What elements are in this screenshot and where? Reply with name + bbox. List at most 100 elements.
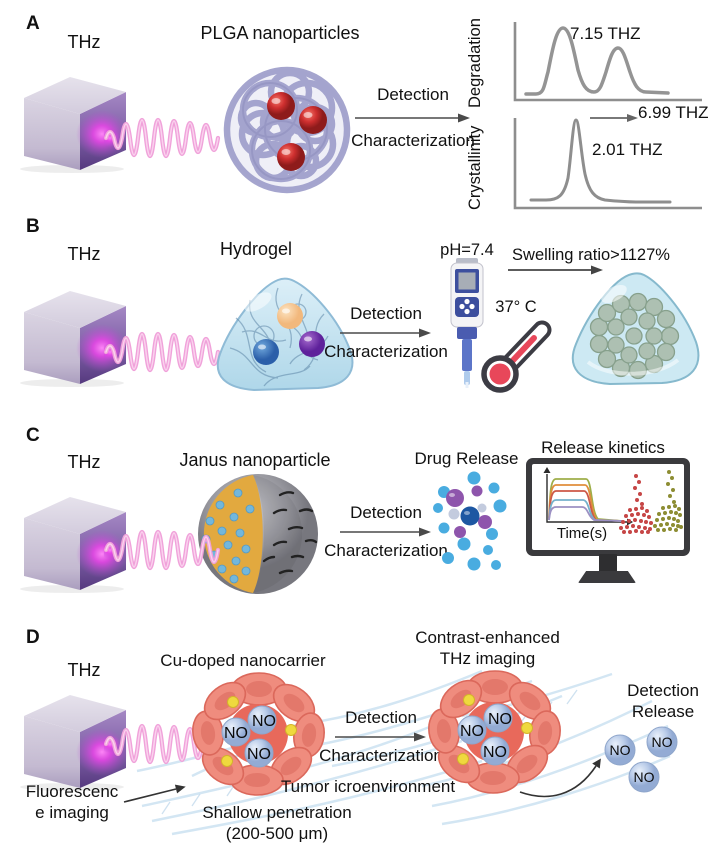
panel-b-letter: B (26, 216, 40, 237)
detection-label: Detection (377, 85, 449, 104)
right-arrow-icon (340, 328, 431, 338)
crystallinity-peak-label: 2.01 THZ (592, 140, 663, 159)
fluorescence-line1: Fluorescenc (25, 782, 119, 801)
characterization-label: Characterization (324, 342, 448, 361)
cu-dot-icon (221, 755, 233, 767)
swollen-hydrogel-icon (571, 272, 700, 386)
detection-label: Detection (350, 503, 422, 522)
no-label: NO (247, 746, 271, 763)
swelling-ratio-label: Swelling ratio>1127% (512, 246, 670, 264)
fluorescence-imaging-label: Fluorescenc e imaging (16, 781, 128, 824)
released-drug-cluster-icon (433, 471, 507, 571)
contrast-enhanced-label: Contrast-enhanced THz imaging (400, 627, 575, 670)
release-kinetics-chart: Time(s) (543, 467, 683, 542)
no-label: NO (488, 711, 512, 728)
hydrogel-label: Hydrogel (219, 239, 293, 259)
plga-nanoparticles-label: PLGA nanoparticles (200, 23, 360, 43)
process-block-c: Detection Characterization (320, 503, 452, 561)
no-sphere-icon (244, 738, 274, 768)
no-label: NO (610, 742, 631, 758)
process-block-b: Detection Characterization (320, 304, 452, 362)
release-line2: Release (631, 702, 695, 722)
degradation-peak-label: 7.15 THZ (570, 24, 641, 43)
cu-doped-nanocarrier-label: Cu-doped nanocarrier (160, 651, 326, 670)
right-arrow-icon (508, 265, 603, 275)
crystallinity-spectrum-chart (513, 118, 702, 210)
no-label: NO (483, 744, 507, 761)
scatter-olive (653, 470, 683, 532)
degradation-spectrum-chart (513, 22, 702, 102)
characterization-label: Characterization (319, 746, 443, 765)
panel-c-letter: C (26, 425, 40, 446)
cu-dot-icon (463, 694, 475, 706)
terahertz-wave-icon (104, 723, 221, 765)
ph-meter-icon (450, 258, 484, 388)
plga-nanoparticle-icon (223, 66, 351, 194)
shift-arrow-icon (590, 114, 638, 122)
ph-value-label: pH=7.4 (440, 241, 494, 259)
no-label: NO (634, 769, 655, 785)
thz-source-label-a: THz (67, 32, 101, 52)
cu-dot-icon (457, 753, 469, 765)
tumor-microenvironment-label: Tumor icroenvironment (280, 777, 456, 796)
process-block-d: Detection Characterization (315, 708, 447, 766)
detection-label: Detection (350, 304, 422, 323)
contrast-line2: THz imaging (439, 649, 536, 669)
monitor-icon: Time(s) (526, 458, 690, 556)
cu-dot-icon (521, 722, 533, 734)
no-sphere-icon (457, 715, 487, 745)
terahertz-wave-icon (104, 331, 221, 373)
shallow-penetration-label: Shallow penetration (200-500 μm) (182, 802, 372, 845)
release-kinetics-title: Release kinetics (541, 438, 665, 457)
contrast-line1: Contrast-enhanced (415, 628, 560, 647)
cu-dot-icon (227, 696, 239, 708)
right-arrow-icon (335, 732, 426, 742)
thz-source-label-c: THz (67, 452, 101, 472)
detection-release-label: Detection Release (610, 680, 716, 723)
scatter-red (619, 474, 653, 534)
fluorescence-line2: e imaging (35, 803, 109, 823)
time-axis-label: Time(s) (557, 525, 607, 542)
janus-nanoparticle-label: Janus nanoparticle (179, 450, 331, 470)
penetration-line1: Shallow penetration (202, 803, 352, 822)
monitor-stand-neck (599, 554, 617, 572)
payload-sphere-blue (253, 339, 279, 365)
cu-dot-icon (285, 724, 297, 736)
thz-source-label-d: THz (67, 660, 101, 680)
process-block-a: Detection Characterization (347, 85, 479, 151)
no-label: NO (652, 734, 673, 750)
no-label: NO (224, 725, 248, 742)
penetration-line2: (200-500 μm) (225, 824, 329, 844)
right-arrow-icon (340, 527, 431, 537)
shift-peak-label: 6.99 THZ (638, 103, 709, 122)
release-line1: Detection (627, 681, 699, 700)
janus-surface-dashes (262, 491, 318, 575)
degradation-axis-label: Degradation (466, 18, 484, 108)
monitor-screen: Time(s) (532, 464, 684, 550)
no-sphere-icon (483, 703, 513, 733)
hydrogel-icon (216, 277, 354, 392)
no-label: NO (252, 713, 276, 730)
temperature-label: 37° C (495, 298, 537, 316)
terahertz-wave-icon (104, 117, 221, 159)
fluorescence-arrow-icon (123, 784, 186, 803)
curved-release-arrow-icon (519, 758, 601, 798)
tumor-cell-cluster: NO NO NO (192, 672, 325, 796)
released-no-sphere: NO (604, 734, 636, 766)
monitor-stand-base (578, 571, 636, 583)
right-arrow-icon (355, 113, 470, 123)
no-sphere-icon (480, 736, 510, 766)
thermometer-icon (481, 320, 552, 393)
payload-sphere-peach (277, 303, 303, 329)
released-no-sphere: NO (646, 726, 678, 758)
thz-emitter-cube-icon (20, 77, 128, 173)
characterization-label: Characterization (324, 541, 448, 560)
no-label: NO (460, 723, 484, 740)
terahertz-wave-icon (104, 529, 221, 571)
thz-source-label-b: THz (67, 244, 101, 264)
panel-a-letter: A (26, 13, 40, 34)
crystallinity-axis-label: Crystallinity (466, 125, 484, 211)
thz-emitter-cube-icon (20, 695, 128, 791)
panel-d-letter: D (26, 627, 40, 648)
